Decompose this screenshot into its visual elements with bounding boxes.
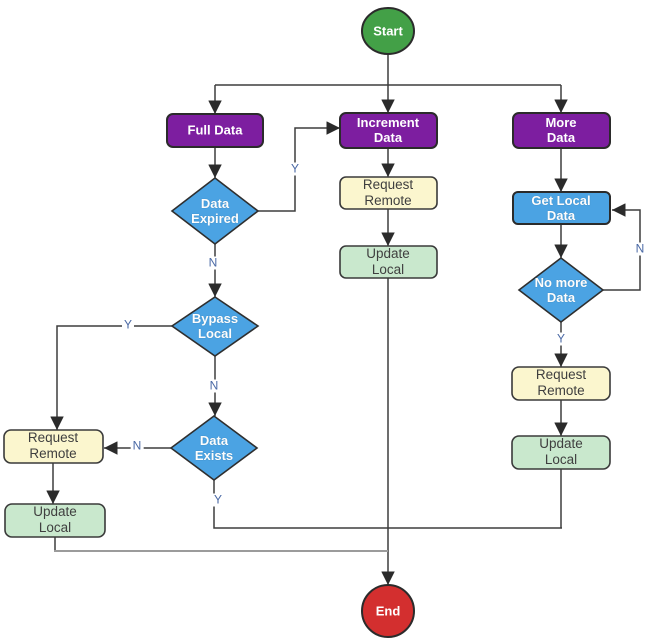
shape-data-expired xyxy=(170,176,260,246)
node-full-data[interactable]: Full Data xyxy=(187,122,243,138)
shape-end xyxy=(361,584,415,638)
node-update-local-right[interactable]: Update Local xyxy=(539,436,583,467)
shape-update-local-left xyxy=(4,503,106,538)
edge-label-data-exists-yes: Y xyxy=(211,492,225,507)
shape-request-remote-right xyxy=(511,366,611,401)
shape-start xyxy=(361,7,415,55)
shape-bypass-local xyxy=(170,296,260,357)
shape-increment-data xyxy=(339,112,438,149)
edge-start-fanout xyxy=(215,54,561,86)
edge-label-bypass-local-no: N xyxy=(207,378,221,393)
edge-label-data-exists-no: N xyxy=(130,438,144,453)
node-update-local-mid[interactable]: Update Local xyxy=(366,246,410,277)
edge-bypass-yes-to-request-left xyxy=(50,325,172,430)
shape-full-data xyxy=(166,113,264,148)
node-request-remote-right[interactable]: Request Remote xyxy=(535,367,587,398)
shape-data-exists xyxy=(169,415,259,481)
shape-request-remote-mid xyxy=(339,176,438,210)
node-update-local-left[interactable]: Update Local xyxy=(33,504,77,535)
edge-label-data-expired-yes: Y xyxy=(288,161,302,176)
edge-label-no-more-data-yes: Y xyxy=(554,331,568,346)
node-request-remote-mid[interactable]: Request Remote xyxy=(362,177,414,208)
shape-get-local-data xyxy=(512,191,611,225)
node-bypass-local[interactable]: Bypass Local xyxy=(191,311,239,341)
node-request-remote-left[interactable]: Request Remote xyxy=(27,430,79,461)
shape-request-remote-left xyxy=(3,429,104,464)
shape-more-data xyxy=(512,112,611,149)
node-data-expired[interactable]: Data Expired xyxy=(191,196,239,226)
shape-no-more-data xyxy=(517,256,605,324)
node-data-exists[interactable]: Data Exists xyxy=(194,433,234,463)
edge-label-no-more-data-no: N xyxy=(633,241,647,256)
node-end[interactable]: End xyxy=(375,603,401,619)
edge-label-bypass-local-yes: Y xyxy=(121,317,135,332)
node-start[interactable]: Start xyxy=(373,23,403,39)
shape-update-local-right xyxy=(511,435,611,470)
node-no-more-data[interactable]: No more Data xyxy=(534,275,588,305)
edge-label-data-expired-no: N xyxy=(206,255,220,270)
node-get-local-data[interactable]: Get Local Data xyxy=(531,193,591,223)
node-more-data[interactable]: More Data xyxy=(545,115,577,145)
node-increment-data[interactable]: Increment Data xyxy=(356,115,420,145)
shape-update-local-mid xyxy=(339,245,438,279)
